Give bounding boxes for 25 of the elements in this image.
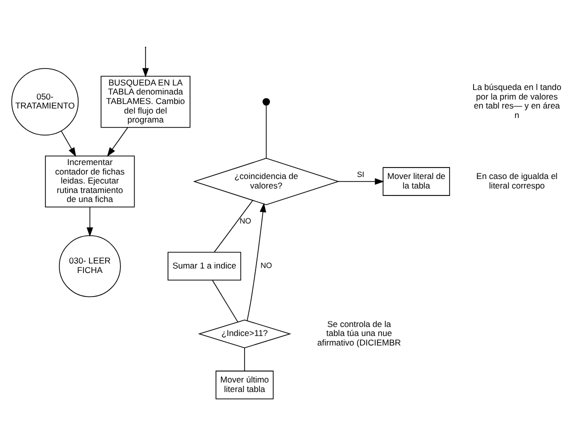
edge-label: NO: [240, 216, 252, 226]
node-circle: 030- LEER FICHA: [58, 235, 121, 298]
node-diamond: ¿Indice>11?: [198, 320, 292, 348]
edge-label: NO: [260, 261, 272, 270]
node-box: Mover literal de la tabla: [382, 167, 450, 196]
arrow: [338, 178, 384, 185]
node-cross: [262, 98, 270, 106]
node-box: BUSQUEDA EN LA TABLA denominada TABLAMES. Cambio del flujo del programa: [100, 76, 190, 128]
arrow: [60, 130, 76, 157]
label: Se controla de la tabla túa una nue afirmativo (DICIEMBR: [317, 318, 401, 348]
arrow: [86, 206, 94, 237]
edge-label: SI: [357, 170, 364, 179]
node-box: Mover último literal tabla: [216, 370, 274, 400]
label: La búsqueda en l tando por la prim de valores en tabl res— y en área n: [472, 82, 562, 120]
node-diamond: ¿coincidencia de valores?: [193, 158, 340, 206]
label: En caso de igualda el literal correspo: [476, 171, 558, 190]
connector: [266, 104, 267, 159]
connector: [214, 200, 254, 253]
node-box: Incrementar contador de fichas leidas. Ejecutar rutina tratamiento de una ficha: [44, 156, 135, 208]
node-box: Sumar 1 a indice: [168, 252, 242, 281]
node-circle: 050- TRATAMIENTO: [11, 68, 79, 136]
arrow: [246, 202, 266, 322]
connector: [212, 280, 238, 322]
connector: [244, 348, 245, 372]
arrow: [106, 127, 128, 157]
